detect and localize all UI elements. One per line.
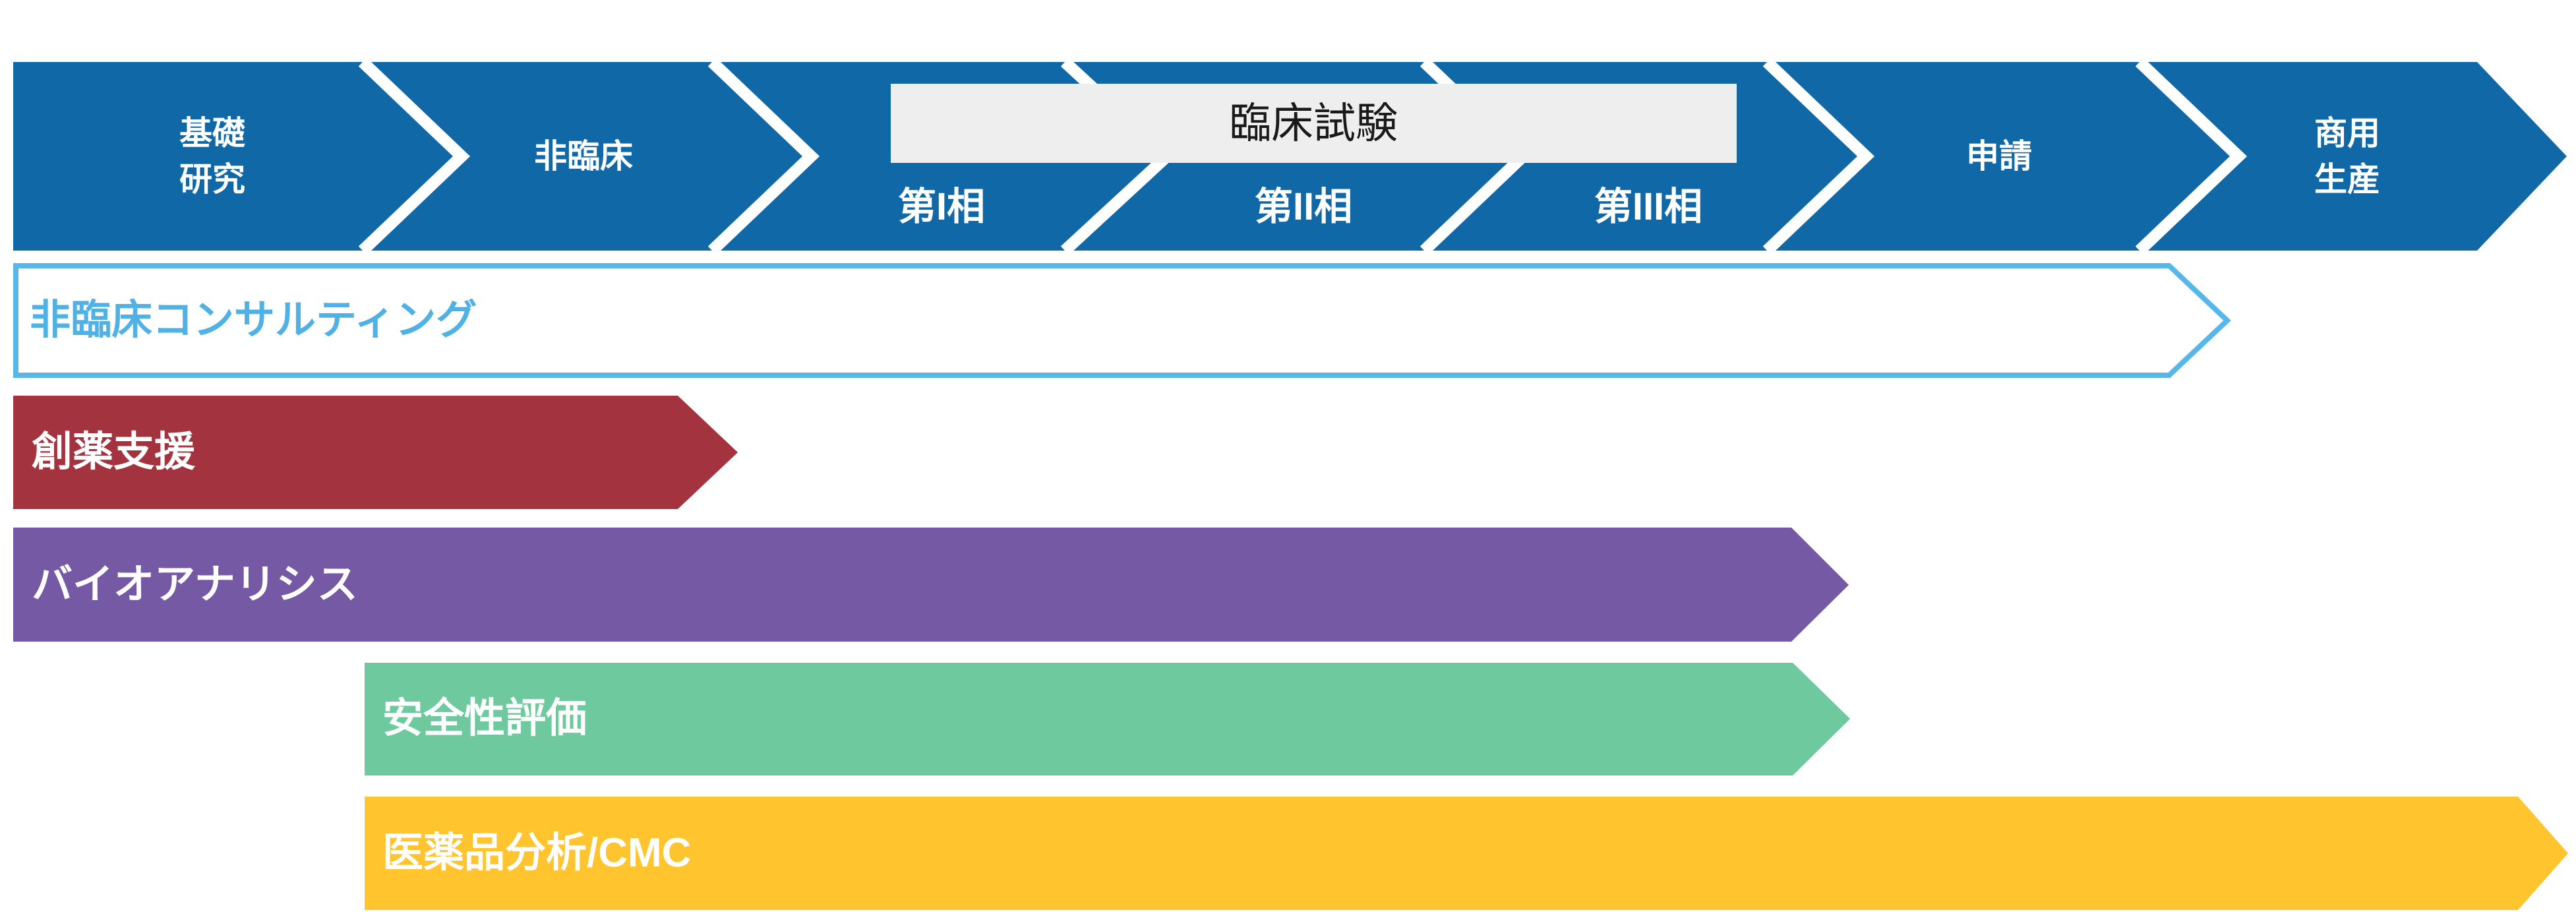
stage-basic-research-line1: 基礎 xyxy=(179,115,245,152)
stage-label-nonclinical: 非臨床 xyxy=(534,138,633,175)
service-label-pharmaceutical-analysis-cmc: 医薬品分析/CMC xyxy=(382,830,692,876)
stage-label-phase-1: 第I相 xyxy=(897,185,986,228)
stage-label-basic-research: 基礎研究 xyxy=(179,110,245,202)
stage-divider-2 xyxy=(707,57,820,255)
stage-label-phase-2: 第II相 xyxy=(1254,185,1353,228)
stage-divider-1 xyxy=(358,57,471,255)
service-bar-bioanalysis xyxy=(13,528,1849,642)
stage-divider-5 xyxy=(1762,57,1875,255)
service-label-safety-assessment: 安全性評価 xyxy=(382,696,587,741)
clinical-trial-box xyxy=(891,84,1737,163)
service-label-drug-discovery-support: 創薬支援 xyxy=(32,429,196,475)
service-bar-pharmaceutical-analysis-cmc xyxy=(365,797,2568,910)
stage-commercial-line1: 商用 xyxy=(2314,115,2380,152)
service-label-bioanalysis: バイオアナリシス xyxy=(32,562,358,607)
stage-basic-research-line2: 研究 xyxy=(179,161,245,198)
stage-label-commercial-production: 商用生産 xyxy=(2314,110,2380,202)
service-bar-safety-assessment xyxy=(365,663,1850,775)
stage-label-phase-3: 第III相 xyxy=(1594,185,1703,228)
stage-label-application: 申請 xyxy=(1966,138,2032,175)
service-bar-nonclinical-consulting xyxy=(13,263,2231,378)
service-label-nonclinical-consulting: 非臨床コンサルティング xyxy=(30,297,477,343)
clinical-trial-box-label: 臨床試験 xyxy=(1229,100,1398,147)
stage-divider-6 xyxy=(2135,57,2248,255)
service-bar-drug-discovery-support xyxy=(13,396,738,509)
stage-commercial-line2: 生産 xyxy=(2314,161,2380,198)
